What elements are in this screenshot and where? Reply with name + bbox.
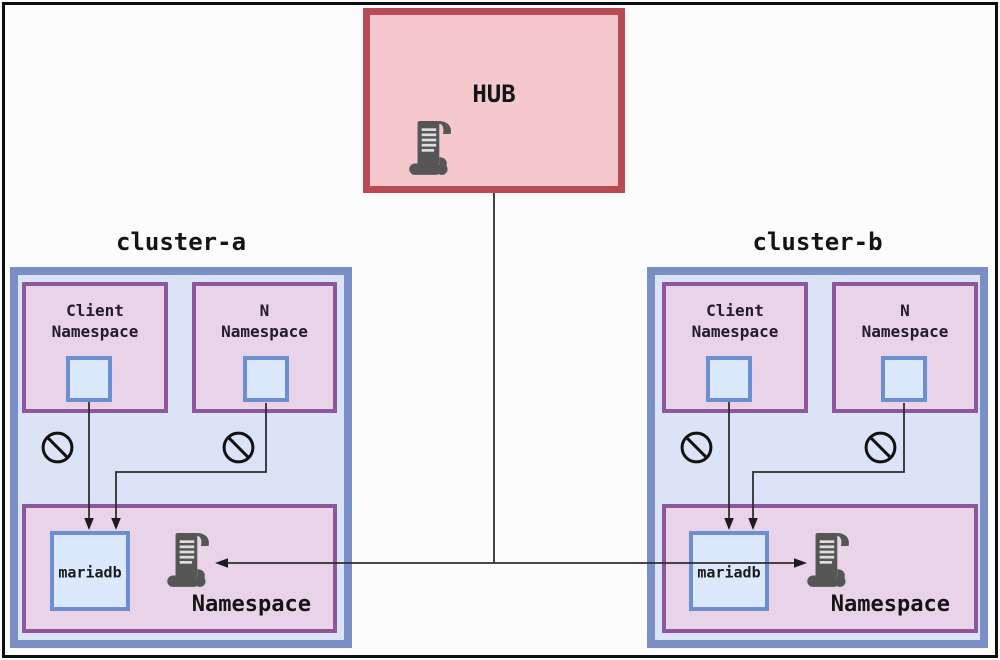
db-namespace-label: Namespace: [191, 592, 311, 617]
cluster-b-mariadb-box: mariadb: [689, 531, 769, 611]
scroll-icon: [408, 120, 454, 177]
mariadb-label: mariadb: [697, 563, 761, 582]
n-namespace-label: N Namespace: [836, 300, 974, 342]
n-namespace-label: N Namespace: [196, 300, 333, 342]
label-line: Namespace: [51, 322, 139, 341]
cluster-a-n-pod-square: [243, 356, 289, 402]
mariadb-label: mariadb: [58, 563, 122, 582]
cluster-b-n-pod-square: [881, 356, 927, 402]
hub-box: HUB: [363, 8, 625, 193]
client-namespace-label: Client Namespace: [26, 300, 164, 342]
hub-label: HUB: [472, 80, 516, 108]
cluster-a-title: cluster-a: [115, 228, 247, 256]
label-line: Namespace: [861, 322, 949, 341]
label-line: Client: [706, 301, 764, 320]
db-namespace-label: Namespace: [830, 592, 950, 617]
label-line: N: [259, 301, 270, 320]
cluster-a-mariadb-box: mariadb: [50, 531, 130, 611]
cluster-b-title: cluster-b: [752, 228, 883, 256]
label-line: Namespace: [691, 322, 779, 341]
cluster-b-client-pod-square: [706, 356, 752, 402]
label-line: Client: [66, 301, 124, 320]
label-line: Namespace: [221, 322, 308, 341]
client-namespace-label: Client Namespace: [666, 300, 804, 342]
cluster-a-client-pod-square: [66, 356, 112, 402]
cluster-b-client-namespace-box: Client Namespace: [662, 282, 808, 413]
label-line: N: [900, 301, 910, 320]
